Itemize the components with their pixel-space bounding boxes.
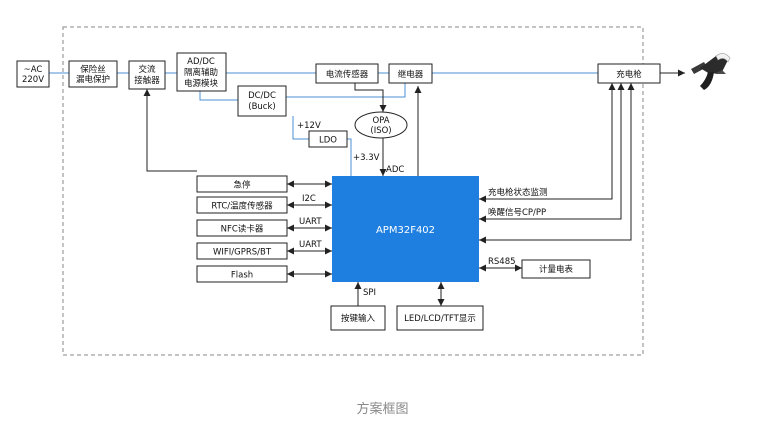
meter-label: 计量电表 <box>539 264 574 275</box>
mcu-block: APM32F402 <box>332 176 479 282</box>
line-sensor-opa <box>354 83 387 112</box>
line-labels: +12V +3.3V ADC I2C UART UART SPI RS485 充… <box>297 121 548 298</box>
diagram-caption: 方案框图 <box>356 402 409 417</box>
wifi-block: WIFI/GPRS/BT <box>196 242 288 260</box>
ac-input-label-2: 220V <box>22 75 44 85</box>
contactor-block: 交流 接触器 <box>128 60 166 90</box>
ac-input-block: ~AC 220V <box>16 60 50 88</box>
connection-lines <box>49 69 685 306</box>
dcdc-label-1: DC/DC <box>248 91 276 101</box>
line-gun-extra <box>479 83 635 244</box>
label-uart-1: UART <box>299 217 322 227</box>
estop-label: 急停 <box>233 180 251 191</box>
line-estop-contactor <box>143 89 197 172</box>
opa-label-2: (ISO) <box>370 126 391 136</box>
acdc-label-1: AD/DC <box>187 57 215 67</box>
acdc-block: AD/DC 隔离辅助 电源模块 <box>176 52 227 92</box>
flash-block: Flash <box>196 265 288 283</box>
ldo-block: LDO <box>308 130 348 148</box>
label-spi: SPI <box>363 288 376 298</box>
ac-input-label-1: ~AC <box>24 65 43 75</box>
current-sensor-label: 电流传感器 <box>326 69 369 80</box>
wifi-label: WIFI/GPRS/BT <box>213 248 272 258</box>
dcdc-label-2: (Buck) <box>248 102 275 112</box>
label-rs485: RS485 <box>488 257 516 267</box>
system-boundary <box>62 26 644 356</box>
contactor-label-2: 接触器 <box>134 75 160 86</box>
line-acdc-dcdc <box>199 91 238 101</box>
label-uart-2: UART <box>299 240 322 250</box>
ldo-label: LDO <box>319 136 337 146</box>
opa-label-1: OPA <box>372 116 389 126</box>
dcdc-block: DC/DC (Buck) <box>237 85 287 117</box>
nfc-label: NFC读卡器 <box>221 224 264 235</box>
fuse-block: 保险丝 漏电保护 <box>68 60 118 88</box>
ev-charging-plug-icon <box>691 53 731 90</box>
contactor-label-1: 交流 <box>138 64 156 75</box>
opa-block: OPA (ISO) <box>354 111 408 139</box>
label-i2c: I2C <box>302 194 316 204</box>
rtc-block: RTC/温度传感器 <box>196 196 288 214</box>
nfc-block: NFC读卡器 <box>196 219 288 237</box>
acdc-label-3: 电源模块 <box>184 78 219 89</box>
estop-block: 急停 <box>196 175 288 193</box>
display-block: LED/LCD/TFT显示 <box>396 305 484 331</box>
label-wake-signal: 唤醒信号CP/PP <box>488 207 546 218</box>
label-adc: ADC <box>386 165 404 175</box>
relay-block: 继电器 <box>388 63 433 84</box>
keys-block: 按键输入 <box>330 305 386 331</box>
rtc-label: RTC/温度传感器 <box>211 201 273 212</box>
line-relay-dcdc <box>286 83 406 98</box>
label-gun-status: 充电枪状态监测 <box>488 187 548 198</box>
keys-label: 按键输入 <box>341 313 376 324</box>
line-dcdc-ldo <box>292 116 309 140</box>
charging-gun-block: 充电枪 <box>597 63 661 84</box>
line-ldo-mcu <box>347 138 352 176</box>
meter-block: 计量电表 <box>521 259 591 279</box>
line-gun-status <box>479 83 616 203</box>
label-12v: +12V <box>297 121 321 131</box>
flash-label: Flash <box>231 271 253 281</box>
mcu-label: APM32F402 <box>376 225 435 236</box>
fuse-label-1: 保险丝 <box>80 64 106 75</box>
fuse-label-2: 漏电保护 <box>76 74 110 85</box>
current-sensor-block: 电流传感器 <box>315 63 379 84</box>
relay-label: 继电器 <box>398 69 424 80</box>
label-3v3: +3.3V <box>353 153 380 163</box>
acdc-label-2: 隔离辅助 <box>184 67 218 78</box>
charging-gun-label: 充电枪 <box>616 69 642 80</box>
display-label: LED/LCD/TFT显示 <box>404 314 476 324</box>
